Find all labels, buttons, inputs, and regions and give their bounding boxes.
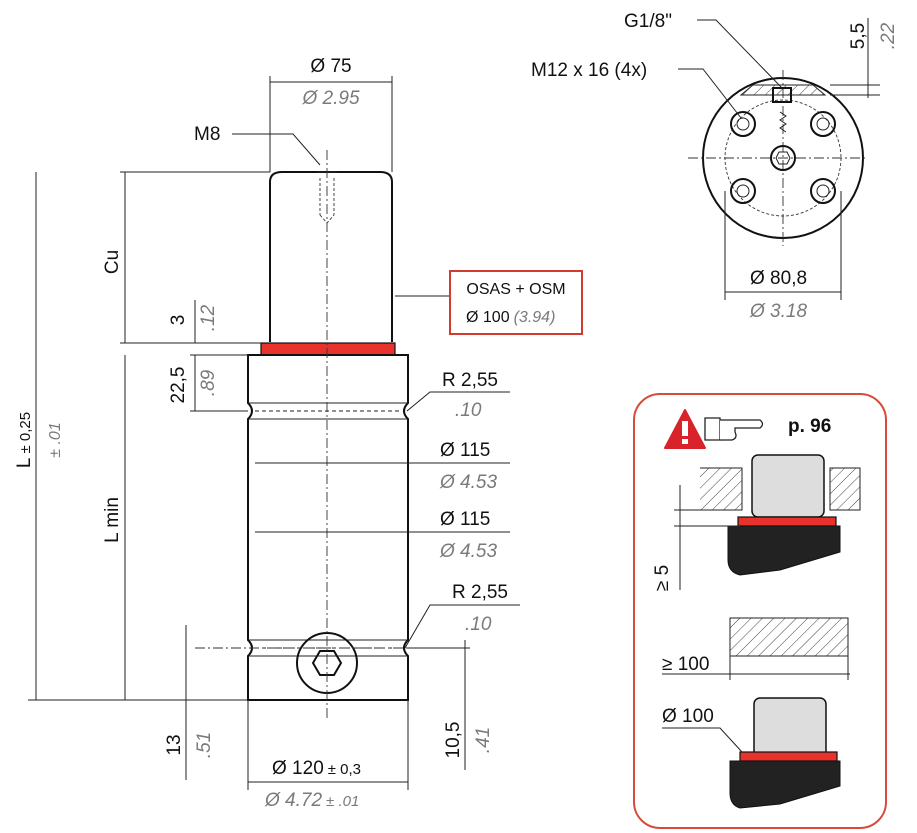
thread-hole: [317, 171, 337, 224]
body-dia2-metric: Ø 115: [440, 509, 490, 530]
seal-callout: OSAS + OSM Ø 100(3.94): [395, 270, 583, 335]
warning-triangle-icon: [664, 409, 706, 449]
body-dia2-inch: Ø 4.53: [439, 541, 497, 562]
upper-section-inch: .89: [198, 369, 219, 396]
min-length-label: L min: [102, 497, 123, 543]
min-engagement: ≥ 5: [652, 565, 673, 591]
dim-vertical-left: Cu 3 .12 22,5 .89 L min L± 0,25 ± .01: [14, 171, 270, 701]
dim-base-heights: 13 .51 10,5 .41: [164, 625, 494, 780]
cylinder-side-view: [195, 150, 465, 720]
body-dia1-metric: Ø 115: [440, 440, 490, 461]
port-depth-inch: .22: [878, 22, 899, 49]
bore-diameter: Ø 100: [662, 706, 714, 727]
dim-body-diameter: Ø 115 Ø 4.53 Ø 115 Ø 4.53: [255, 440, 510, 562]
dim-thread: M8: [194, 124, 321, 166]
stroke-label: Cu: [102, 250, 123, 274]
dim-rod-diameter: Ø 75 Ø 2.95: [269, 56, 393, 172]
radius-upper-metric: R 2,55: [442, 370, 498, 391]
piston-rod: [269, 171, 393, 342]
rod-dia-inch: Ø 2.95: [301, 88, 359, 109]
base-height-inch: .51: [194, 732, 215, 758]
lower-offset-inch: .41: [473, 727, 494, 753]
overall-length-label: L± 0,25: [14, 412, 35, 468]
min-clearance: ≥ 100: [662, 654, 709, 675]
base-height-metric: 13: [164, 734, 185, 755]
radius-lower-inch: .10: [465, 614, 492, 635]
warning-panel: p. 96 ≥ 5 ≥ 100 Ø 100: [633, 393, 887, 829]
radius-lower-metric: R 2,55: [452, 582, 508, 603]
bolt-circle-metric: Ø 80,8: [750, 268, 807, 289]
page-ref: p. 96: [788, 416, 831, 437]
detail-engagement: ≥ 5: [652, 454, 861, 591]
seal-height-inch: .12: [198, 304, 219, 331]
callout-line1: OSAS + OSM: [466, 281, 565, 298]
thread-label: M8: [194, 124, 220, 145]
mounting-holes: [730, 111, 836, 204]
port-depth-metric: 5,5: [848, 23, 869, 49]
mounting-label: M12 x 16 (4x): [531, 60, 647, 81]
rod-dia-metric: Ø 75: [310, 56, 351, 77]
cylinder-top-view: [688, 70, 868, 246]
callout-box: [449, 270, 583, 335]
dim-radius-upper: R 2,55 .10: [406, 370, 510, 421]
top-view-annotations: G1/8" M12 x 16 (4x) 5,5 .22 Ø 80,8 Ø 3.1…: [531, 11, 899, 322]
radius-upper-inch: .10: [455, 400, 482, 421]
body-dia1-inch: Ø 4.53: [439, 472, 497, 493]
lower-offset-metric: 10,5: [443, 722, 464, 759]
port-label: G1/8": [624, 11, 672, 32]
dim-radius-lower: R 2,55 .10: [404, 582, 520, 649]
dim-base-diameter: Ø 120± 0,3 Ø 4.72± .01: [247, 700, 409, 811]
callout-line2: Ø 100(3.94): [466, 309, 555, 326]
pointing-hand-icon: [704, 417, 764, 441]
overall-length-inch: ± .01: [47, 422, 64, 457]
seal-ring: [260, 342, 396, 356]
detail-clearance: ≥ 100 Ø 100: [662, 617, 850, 809]
upper-section-metric: 22,5: [168, 367, 189, 404]
base-dia-inch: Ø 4.72± .01: [264, 790, 359, 811]
bolt-circle-inch: Ø 3.18: [749, 301, 807, 322]
base-dia-metric: Ø 120± 0,3: [272, 758, 361, 779]
seal-height-metric: 3: [168, 315, 189, 326]
